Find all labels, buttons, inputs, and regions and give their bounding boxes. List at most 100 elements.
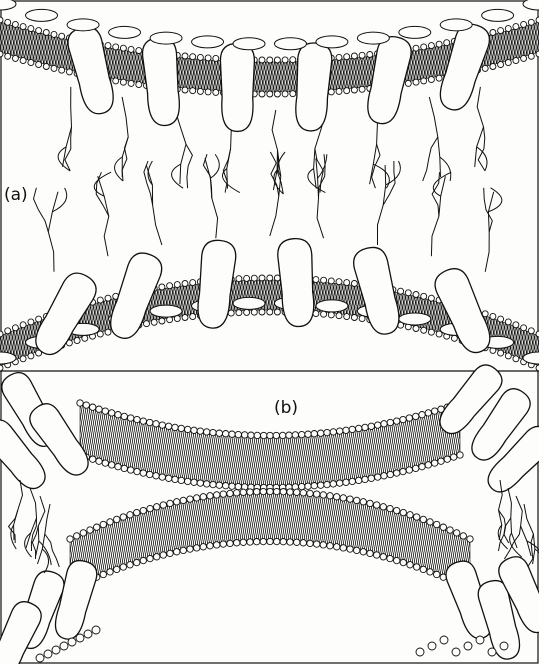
lipid-head: [354, 497, 360, 503]
lipid-head: [160, 502, 166, 508]
lipid-head: [305, 483, 311, 489]
lipid-head: [51, 65, 57, 71]
lipid-head: [299, 483, 305, 489]
lipid-head: [356, 477, 362, 483]
carbohydrate-chain: [25, 533, 32, 557]
lipid-head: [28, 319, 34, 325]
lipid-head: [254, 432, 260, 438]
lipid-head: [328, 312, 334, 318]
lipid-head: [105, 329, 111, 335]
lipid-head: [334, 494, 340, 500]
lipid-head: [280, 489, 286, 495]
lipid-head: [190, 88, 196, 94]
lipid-head: [172, 476, 178, 482]
lipid-head: [357, 32, 389, 44]
lipid-head: [428, 43, 434, 49]
carbohydrate-chain: [378, 165, 386, 245]
lipid-head: [351, 53, 357, 59]
lipid-head: [259, 91, 265, 97]
lipid-head: [394, 418, 400, 424]
lipid-head: [94, 524, 100, 530]
lipid-head: [5, 53, 11, 59]
lipid-head: [52, 646, 60, 654]
lipid-head: [324, 429, 330, 435]
lipid-head: [490, 64, 496, 70]
lipid-head: [498, 316, 504, 322]
lipid-head: [451, 454, 457, 460]
lipid-head: [174, 282, 180, 288]
panel-label-a: (a): [2, 185, 30, 205]
lipid-head: [251, 309, 257, 315]
lipid-head: [360, 549, 366, 555]
lipid-head: [182, 281, 188, 287]
lipid-head: [159, 284, 165, 290]
lipid-head: [134, 509, 140, 515]
lipid-head: [207, 493, 213, 499]
lipid-head: [307, 490, 313, 496]
lipid-head: [436, 41, 442, 47]
lipid-head: [87, 527, 93, 533]
lipid-head: [299, 431, 305, 437]
lipid-head: [318, 430, 324, 436]
lipid-head: [182, 315, 188, 321]
lipid-head: [223, 483, 229, 489]
lipid-head: [26, 9, 58, 21]
lipid-head: [254, 539, 260, 545]
lipid-head: [233, 297, 265, 309]
lipid-head: [447, 527, 453, 533]
lipid-head: [300, 540, 306, 546]
lipid-head: [327, 493, 333, 499]
lipid-head: [452, 648, 460, 656]
lipid-head: [207, 543, 213, 549]
lipid-head: [425, 410, 431, 416]
lipid-head: [367, 500, 373, 506]
lipid-head: [12, 21, 18, 27]
lipid-head: [505, 26, 511, 32]
lipid-head: [197, 428, 203, 434]
lipid-head: [436, 75, 442, 81]
lipid-head: [20, 58, 26, 64]
lipid-head: [321, 311, 327, 317]
lipid-head: [5, 19, 11, 25]
lipid-head: [337, 480, 343, 486]
lipid-head: [115, 464, 121, 470]
lipid-head: [274, 57, 280, 63]
lipid-head: [344, 314, 350, 320]
lipid-head: [280, 539, 286, 545]
lipid-head: [420, 566, 426, 572]
lipid-head: [154, 554, 160, 560]
lipid-head: [121, 413, 127, 419]
lipid-head: [210, 429, 216, 435]
lipid-head: [167, 550, 173, 556]
lipid-head: [457, 452, 463, 458]
lipid-head: [191, 427, 197, 433]
lipid-head: [90, 404, 96, 410]
lipid-head: [120, 514, 126, 520]
lipid-head: [374, 552, 380, 558]
lipid-head: [267, 432, 273, 438]
lipid-head: [314, 541, 320, 547]
lipid-head: [362, 476, 368, 482]
lipid-head: [234, 490, 240, 496]
lipid-head: [444, 40, 450, 46]
lipid-head: [235, 483, 241, 489]
lipid-head: [90, 456, 96, 462]
lipid-head: [438, 458, 444, 464]
lipid-head: [114, 566, 120, 572]
lipid-head: [380, 504, 386, 510]
lipid-head: [254, 489, 260, 495]
lipid-head: [242, 432, 248, 438]
lipid-head: [114, 516, 120, 522]
lipid-head: [290, 57, 296, 63]
lipid-head: [140, 418, 146, 424]
lipid-head: [74, 338, 80, 344]
lipid-head: [185, 426, 191, 432]
lipid-head: [316, 300, 348, 312]
lipid-head: [121, 465, 127, 471]
lipid-head: [109, 462, 115, 468]
lipid-head: [498, 62, 504, 68]
lipid-head: [505, 60, 511, 66]
panel-a-art: [0, 0, 539, 371]
lipid-head: [190, 280, 196, 286]
